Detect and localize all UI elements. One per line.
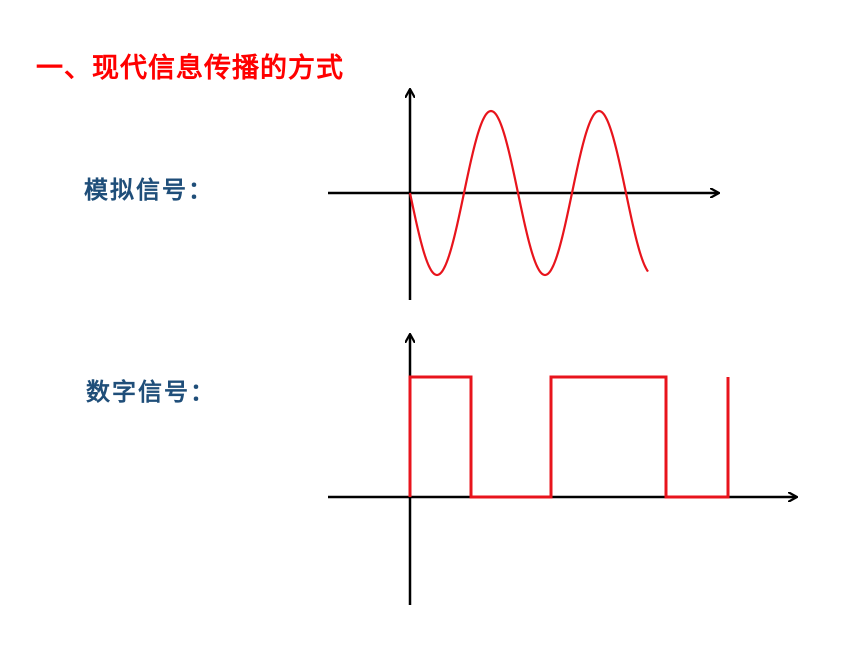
analog-signal-label: 模拟信号：	[84, 176, 214, 204]
digital-signal-label: 数字信号：	[86, 378, 216, 406]
analog-axes	[328, 90, 718, 300]
analog-sine-wave	[408, 109, 649, 277]
slide-title: 一、现代信息传播的方式	[36, 53, 344, 84]
digital-square-wave	[408, 375, 730, 499]
